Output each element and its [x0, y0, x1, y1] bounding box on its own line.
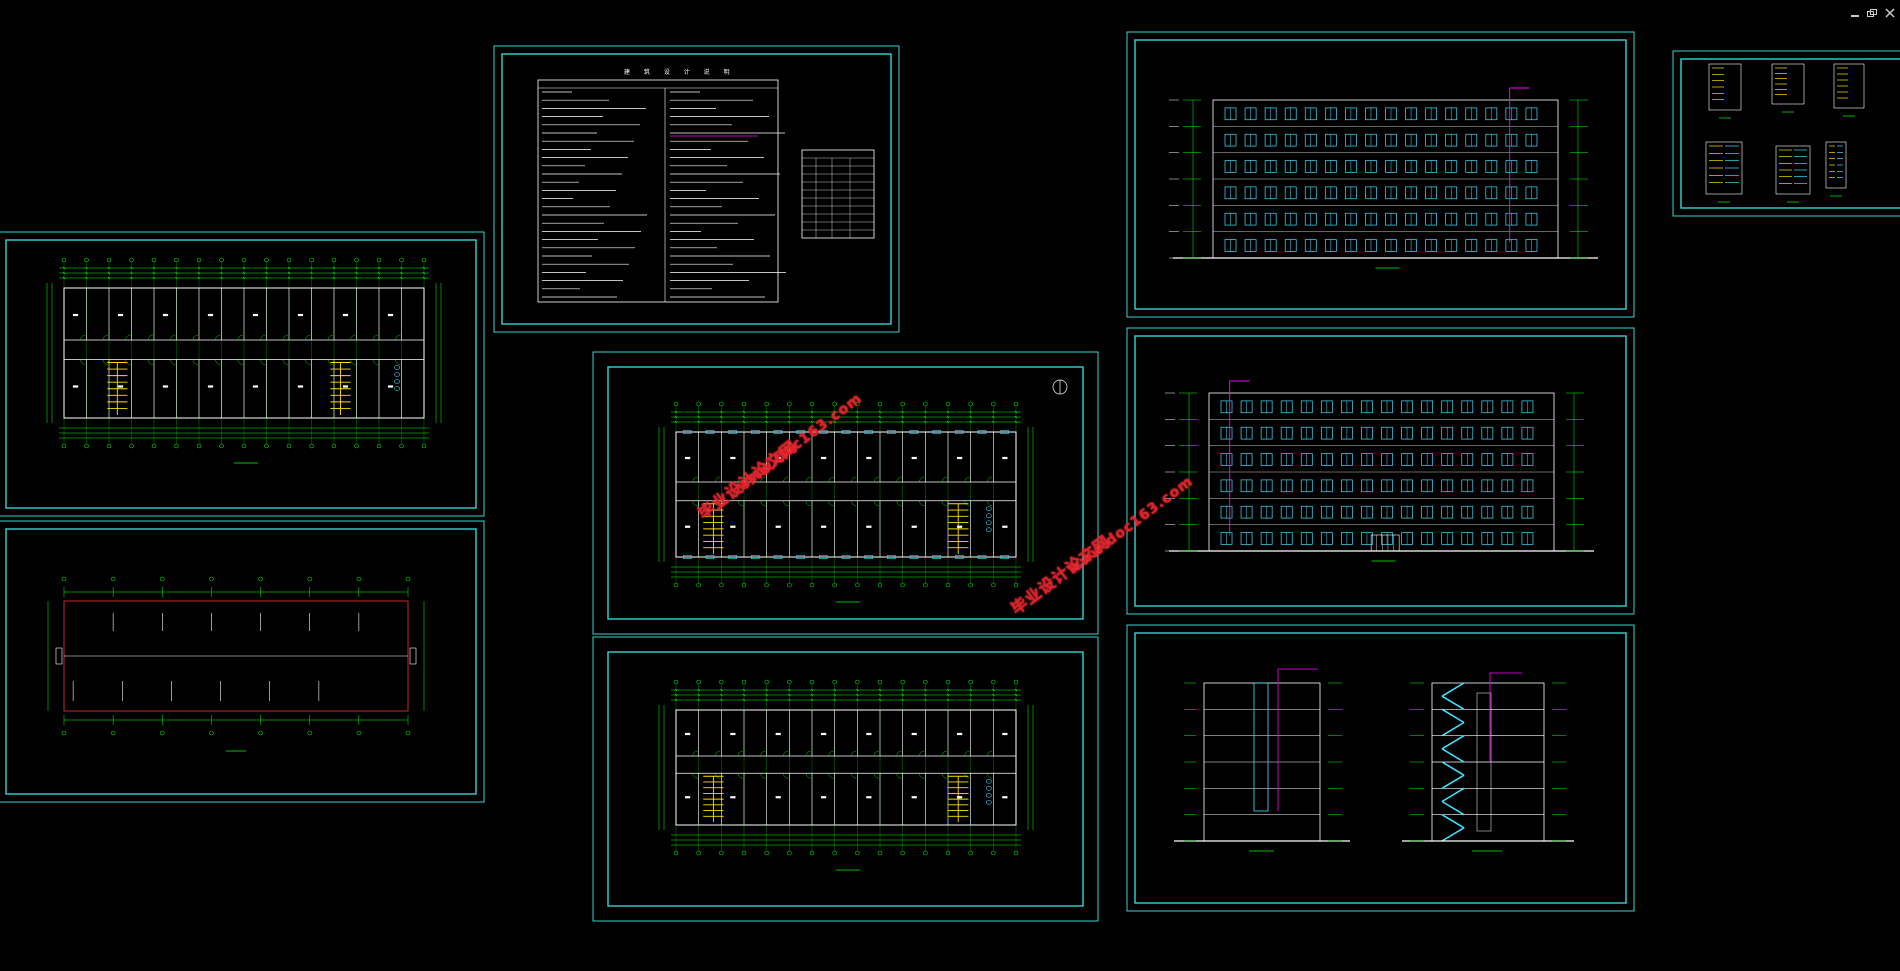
floor-plan-sheet-bottom — [592, 636, 1099, 922]
floor-plan-upper — [658, 679, 1034, 871]
stair-details — [1705, 63, 1865, 203]
close-icon[interactable] — [1884, 3, 1896, 18]
floor-plan-ground — [658, 401, 1034, 603]
elevation-sheet-north — [1126, 327, 1635, 615]
roof-plan — [47, 576, 425, 752]
floor-plan-typical — [46, 257, 442, 464]
minimize-icon[interactable] — [1849, 3, 1861, 17]
design-notes-table — [537, 79, 786, 303]
design-notes-sheet — [493, 45, 900, 333]
north-elevation — [1165, 380, 1594, 562]
door-window-schedule — [801, 149, 875, 239]
building-section — [1402, 672, 1574, 852]
detail-sheet-stairs — [1672, 50, 1900, 217]
section-sheet — [1126, 624, 1635, 912]
south-elevation — [1169, 87, 1598, 269]
plan-sheet-top-left — [0, 231, 485, 517]
plan-sheet-bottom-left — [0, 520, 485, 803]
restore-icon[interactable] — [1866, 3, 1878, 17]
side-elevation — [1174, 668, 1350, 852]
design-notes-title: 建 筑 设 计 说 明 — [624, 69, 736, 76]
floor-plan-sheet-center — [592, 351, 1099, 635]
elevation-sheet-south — [1126, 31, 1635, 318]
